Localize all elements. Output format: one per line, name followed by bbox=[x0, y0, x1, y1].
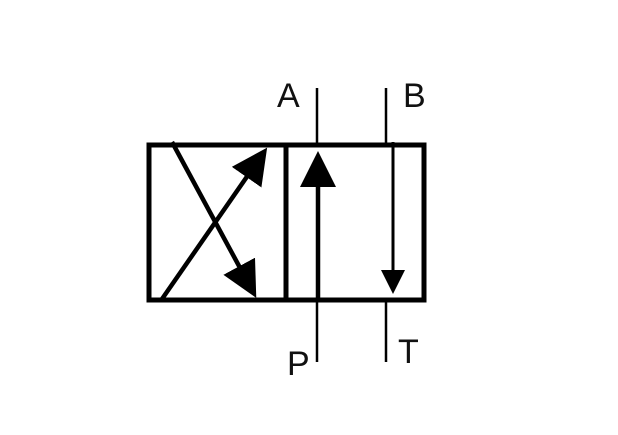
port-label-T: T bbox=[398, 333, 419, 371]
crossed-flow-envelope bbox=[160, 140, 268, 301]
parallel-flow-envelope bbox=[300, 142, 405, 300]
port-label-A: A bbox=[277, 77, 300, 115]
arrow-up-right bbox=[160, 147, 268, 301]
port-label-P: P bbox=[287, 345, 310, 383]
arrow-down-right bbox=[170, 140, 257, 298]
port-label-B: B bbox=[403, 77, 426, 115]
